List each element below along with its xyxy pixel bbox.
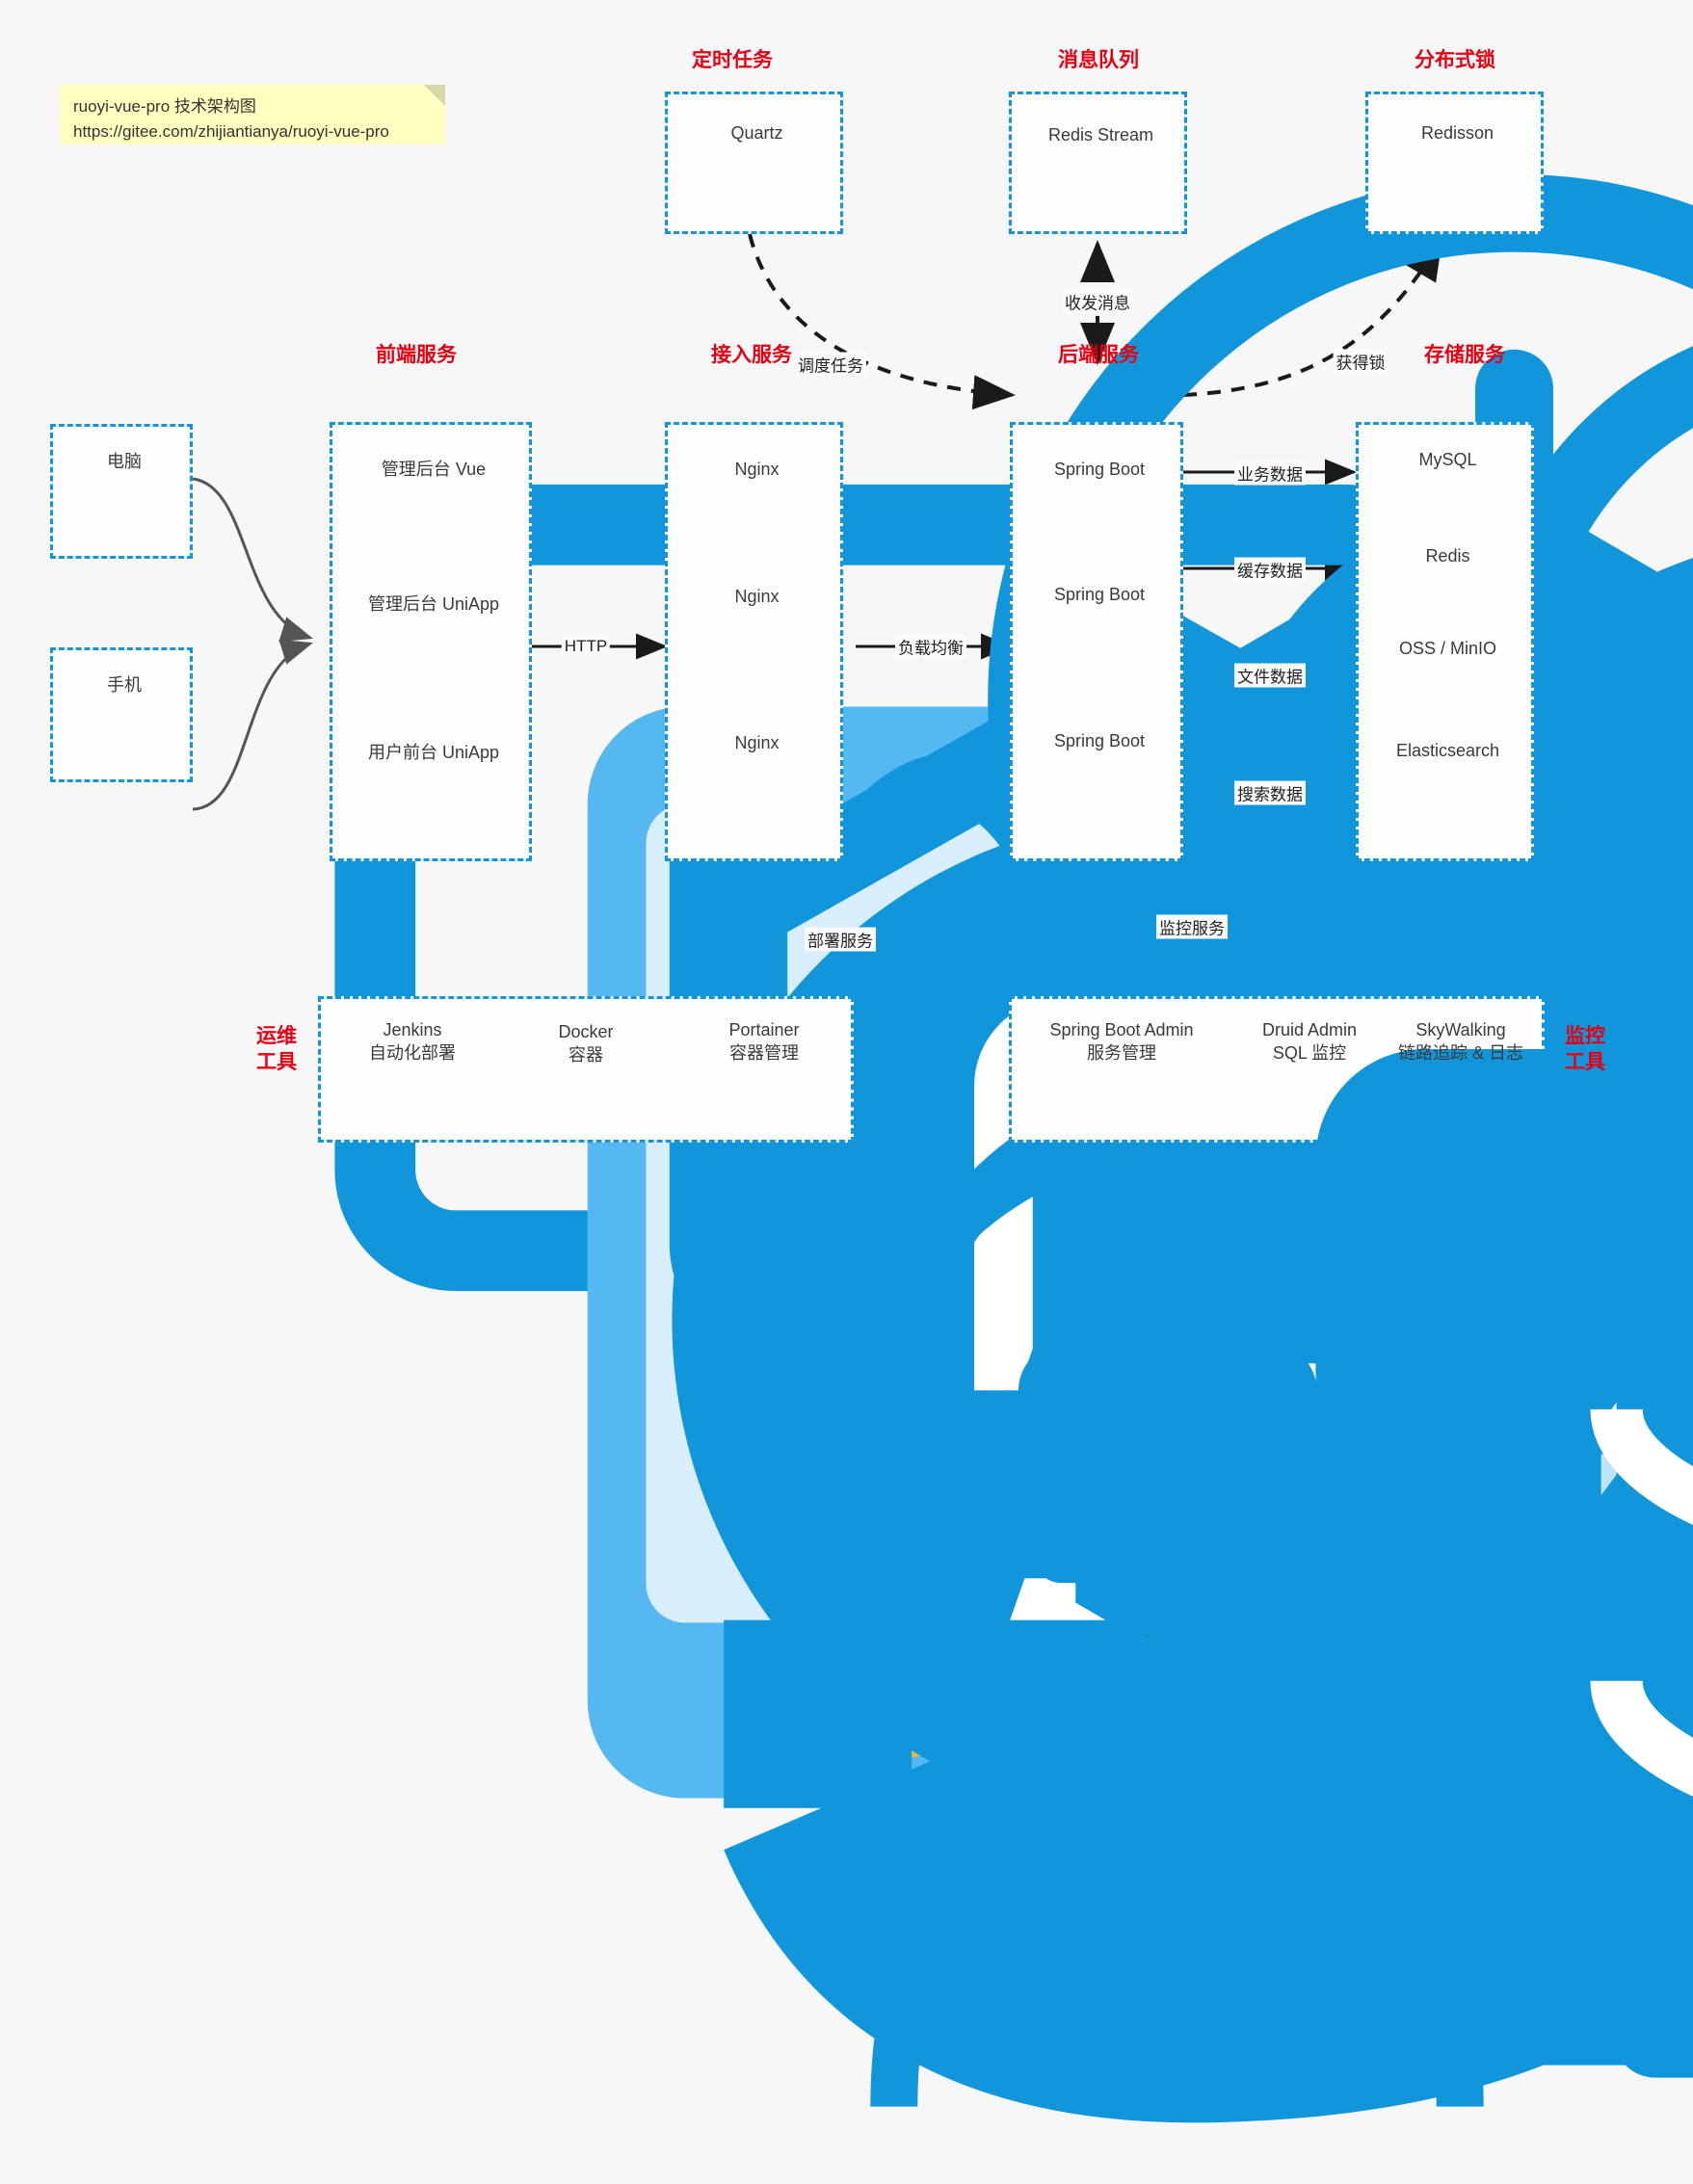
devops-title-line1: 运维 bbox=[256, 1025, 297, 1047]
node-nginx-2[interactable]: Nginx bbox=[668, 579, 1693, 1713]
node-portainer-label: Portainer bbox=[728, 1020, 800, 1039]
node-springboot-1[interactable]: Spring Boot bbox=[1013, 452, 1693, 1515]
node-nginx-3[interactable]: Nginx bbox=[668, 725, 1693, 1859]
group-title-backend-service: 后端服务 bbox=[1058, 344, 1139, 366]
edge-label-business-data: 业务数据 bbox=[1234, 460, 1306, 486]
edge-acquire-lock bbox=[1182, 237, 1443, 397]
node-redis-stream-label: Redis Stream bbox=[1047, 125, 1154, 145]
monitor-tools-box[interactable]: Spring Boot Admin 服务管理 Druid Admin SQL 监… bbox=[1009, 996, 1693, 2078]
edge-label-http: HTTP bbox=[561, 637, 611, 656]
edge-label-schedule-task: 调度任务 bbox=[795, 352, 866, 377]
group-title-monitor-tools: 监控 工具 bbox=[1561, 1024, 1609, 1076]
node-spring-boot-admin-sublabel: 服务管理 bbox=[1087, 1043, 1156, 1064]
group-title-devops-tools: 运维 工具 bbox=[252, 1024, 301, 1076]
node-jenkins[interactable]: Jenkins 自动化部署 bbox=[331, 1013, 1484, 2107]
node-spring-boot-admin[interactable]: Spring Boot Admin 服务管理 bbox=[1018, 1013, 1693, 2078]
note-url: https://gitee.com/zhijiantianya/ruoyi-vu… bbox=[73, 122, 389, 142]
node-docker-label: Docker bbox=[558, 1022, 614, 1041]
group-title-scheduled-task: 定时任务 bbox=[692, 49, 773, 71]
node-nginx-1[interactable]: Nginx bbox=[668, 452, 1693, 1586]
node-elasticsearch-label: Elasticsearch bbox=[1395, 741, 1500, 760]
node-oss-minio[interactable]: OSS / MinIO bbox=[1359, 631, 1693, 1539]
node-mysql[interactable]: MySQL bbox=[1359, 442, 1537, 471]
node-portainer[interactable]: Portainer 容器管理 bbox=[679, 1013, 1693, 2066]
node-mysql-label: MySQL bbox=[1418, 450, 1477, 469]
note-fold-corner bbox=[424, 85, 445, 106]
edge-label-acquire-lock: 获得锁 bbox=[1333, 349, 1389, 374]
storage-service-box[interactable]: MySQL Redis bbox=[1356, 422, 1693, 1539]
edge-label-send-recv-msg: 收发消息 bbox=[1062, 289, 1133, 314]
node-nginx-1-label: Nginx bbox=[734, 460, 780, 479]
node-redisson-label: Redisson bbox=[1420, 123, 1495, 143]
node-springboot-2-label: Spring Boot bbox=[1053, 585, 1146, 604]
note-title: ruoyi-vue-pro 技术架构图 bbox=[73, 97, 256, 116]
gateway-service-box[interactable]: Nginx Nginx Nginx bbox=[665, 422, 1693, 1859]
node-quartz-label: Quartz bbox=[730, 123, 783, 143]
node-nginx-2-label: Nginx bbox=[734, 587, 780, 606]
node-springboot-3[interactable]: Spring Boot bbox=[1013, 724, 1693, 1787]
node-druid-admin-sublabel: SQL 监控 bbox=[1272, 1043, 1347, 1064]
distributed-lock-box[interactable]: Redisson bbox=[1365, 92, 1544, 234]
node-docker-sublabel: 容器 bbox=[569, 1045, 603, 1066]
node-redis[interactable]: Redis bbox=[1359, 539, 1693, 1447]
node-skywalking[interactable]: SkyWalking 链路追踪 & 日志 bbox=[1376, 1013, 1693, 1371]
node-portainer-sublabel: 容器管理 bbox=[729, 1043, 799, 1064]
devops-title-line2: 工具 bbox=[256, 1050, 297, 1073]
group-title-distributed-lock: 分布式锁 bbox=[1415, 49, 1495, 71]
edge-mobile-to-frontend bbox=[192, 639, 313, 811]
edge-label-search-data: 搜索数据 bbox=[1234, 780, 1306, 805]
architecture-diagram-canvas: ruoyi-vue-pro 技术架构图 https://gitee.com/zh… bbox=[50, 49, 1693, 2123]
message-queue-box[interactable]: Redis Stream bbox=[1009, 92, 1693, 1116]
node-druid-admin[interactable]: Druid Admin SQL 监控 bbox=[1230, 1013, 1693, 2039]
node-admin-vue-label: 管理后台 Vue bbox=[381, 460, 487, 479]
scheduled-task-box[interactable]: Quartz bbox=[665, 92, 1693, 1227]
node-springboot-3-label: Spring Boot bbox=[1053, 731, 1146, 750]
node-nginx-3-label: Nginx bbox=[734, 733, 780, 752]
node-spring-boot-admin-label: Spring Boot Admin bbox=[1049, 1020, 1194, 1039]
node-admin-uniapp[interactable]: 管理后台 UniApp bbox=[332, 587, 1655, 1711]
edge-label-file-data: 文件数据 bbox=[1234, 663, 1306, 688]
node-mobile-label: 手机 bbox=[107, 675, 142, 695]
edge-pc-to-frontend bbox=[192, 477, 313, 643]
node-elasticsearch[interactable]: Elasticsearch bbox=[1359, 733, 1537, 762]
group-title-storage-service: 存储服务 bbox=[1424, 344, 1505, 366]
node-redis-stream[interactable]: Redis Stream bbox=[1012, 118, 1693, 1116]
edge-label-load-balance: 负载均衡 bbox=[895, 634, 966, 659]
client-mobile-box[interactable]: 手机 bbox=[50, 647, 1212, 1799]
node-user-uniapp[interactable]: 用户前台 UniApp bbox=[332, 735, 1686, 1828]
group-title-gateway-service: 接入服务 bbox=[711, 344, 792, 366]
node-jenkins-label: Jenkins bbox=[383, 1020, 442, 1039]
group-title-message-queue: 消息队列 bbox=[1058, 49, 1139, 71]
node-skywalking-label: SkyWalking bbox=[1415, 1020, 1506, 1039]
node-admin-uniapp-label: 管理后台 UniApp bbox=[367, 594, 500, 614]
frontend-service-box[interactable]: 管理后台 Vue 管理后台 UniApp 用户前台 UniApp bbox=[330, 422, 1693, 1828]
devops-tools-box[interactable]: Jenkins 自动化部署 Docker 容器 bbox=[318, 996, 1693, 2123]
node-jenkins-sublabel: 自动化部署 bbox=[369, 1043, 456, 1064]
node-quartz[interactable]: Quartz bbox=[668, 116, 1693, 1227]
node-pc[interactable]: 电脑 bbox=[53, 444, 1465, 1534]
node-redisson[interactable]: Redisson bbox=[1368, 116, 1547, 145]
node-pc-label: 电脑 bbox=[107, 452, 142, 471]
node-springboot-1-label: Spring Boot bbox=[1053, 460, 1146, 479]
edge-label-deploy-service: 部署服务 bbox=[805, 927, 876, 952]
note-card: ruoyi-vue-pro 技术架构图 https://gitee.com/zh… bbox=[60, 85, 445, 145]
node-skywalking-sublabel: 链路追踪 & 日志 bbox=[1397, 1043, 1523, 1064]
group-title-frontend-service: 前端服务 bbox=[376, 344, 457, 366]
node-user-uniapp-label: 用户前台 UniApp bbox=[367, 743, 500, 762]
node-druid-admin-label: Druid Admin bbox=[1261, 1020, 1358, 1039]
monitor-title-line1: 监控 bbox=[1565, 1025, 1605, 1047]
edge-label-cache-data: 缓存数据 bbox=[1234, 557, 1306, 582]
node-redis-label: Redis bbox=[1425, 546, 1470, 566]
node-mobile[interactable]: 手机 bbox=[53, 668, 1212, 1799]
node-admin-vue[interactable]: 管理后台 Vue bbox=[332, 452, 1693, 1489]
node-docker[interactable]: Docker 容器 bbox=[504, 1014, 1693, 2123]
node-springboot-2[interactable]: Spring Boot bbox=[1013, 577, 1693, 1641]
edge-schedule-task bbox=[748, 233, 1016, 410]
client-pc-box[interactable]: 电脑 bbox=[50, 424, 1465, 1534]
edge-label-monitor-service: 监控服务 bbox=[1156, 914, 1228, 939]
monitor-title-line2: 工具 bbox=[1565, 1050, 1605, 1073]
node-oss-minio-label: OSS / MinIO bbox=[1398, 639, 1497, 658]
backend-service-box[interactable]: Spring Boot Spring Boot Spring Boot bbox=[1010, 422, 1693, 1787]
